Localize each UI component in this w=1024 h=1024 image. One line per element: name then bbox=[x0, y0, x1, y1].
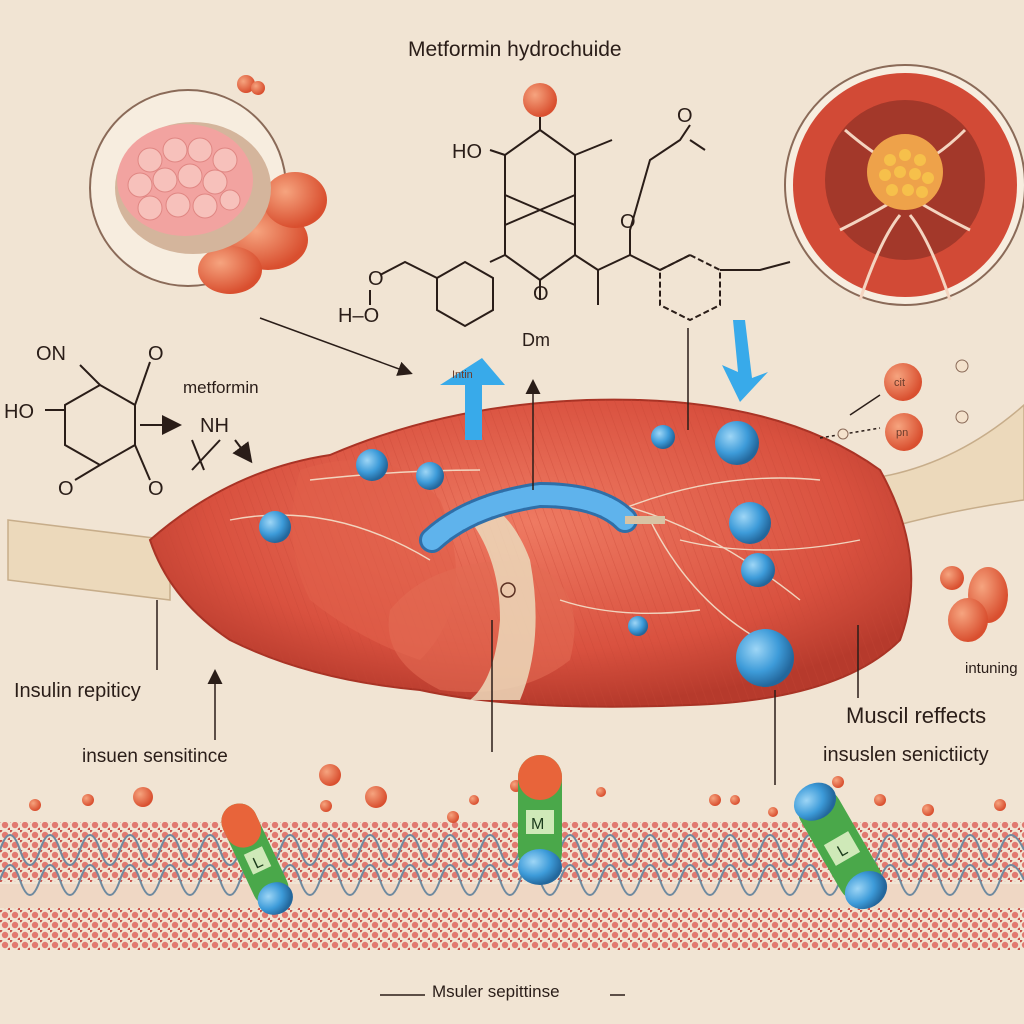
svg-text:cit: cit bbox=[894, 377, 905, 389]
svg-text:O: O bbox=[368, 268, 384, 290]
svg-text:M: M bbox=[531, 816, 544, 833]
skeletal-muscle bbox=[148, 398, 913, 708]
svg-text:O: O bbox=[533, 283, 549, 305]
svg-text:O: O bbox=[58, 478, 74, 500]
transporter-capsules: L M L bbox=[221, 755, 888, 915]
fat-tissue-inset bbox=[89, 75, 327, 294]
metformin-label: metformin bbox=[183, 378, 259, 397]
top-chemical-atoms: HO O O O H–O O bbox=[338, 105, 693, 327]
dm-label: Dm bbox=[522, 330, 550, 350]
svg-text:HO: HO bbox=[452, 141, 482, 163]
annotation-arrows bbox=[156, 317, 881, 996]
metformin-tube bbox=[419, 481, 665, 553]
svg-text:O: O bbox=[677, 105, 693, 127]
bottom-caption: Msuler sepittinse bbox=[432, 982, 560, 1001]
svg-text:NH: NH bbox=[200, 415, 229, 437]
svg-text:O: O bbox=[148, 478, 164, 500]
tendons bbox=[7, 404, 1024, 601]
insulin-sensitince-label: insuen sensitince bbox=[82, 746, 228, 767]
muscle-cross-section-inset bbox=[784, 64, 1024, 306]
svg-text:H–O: H–O bbox=[338, 305, 379, 327]
top-chemical-structure bbox=[369, 83, 791, 328]
svg-text:O: O bbox=[620, 211, 636, 233]
svg-text:O: O bbox=[148, 343, 164, 365]
blue-droplets bbox=[259, 421, 794, 687]
svg-text:pn: pn bbox=[896, 427, 908, 439]
diagram-title: Metformin hydrochuide bbox=[408, 38, 622, 61]
intuning-label: intuning bbox=[965, 660, 1018, 677]
blue-arrows: Intin bbox=[440, 320, 768, 440]
side-bubbles: cit pn bbox=[837, 359, 1008, 642]
left-chemical-atoms: ON O HO O O NH bbox=[4, 343, 229, 500]
insulin-senictiicty-label: insuslen senictiicty bbox=[823, 744, 989, 766]
insulin-repiticy-label: Insulin repiticy bbox=[14, 680, 141, 702]
muscle-reffects-label: Muscil reffects bbox=[846, 703, 987, 728]
glucose-dots bbox=[29, 764, 1006, 823]
left-chemical-structure bbox=[45, 361, 253, 481]
svg-text:ON: ON bbox=[36, 343, 66, 365]
svg-text:Intin: Intin bbox=[452, 369, 473, 381]
svg-text:HO: HO bbox=[4, 401, 34, 423]
